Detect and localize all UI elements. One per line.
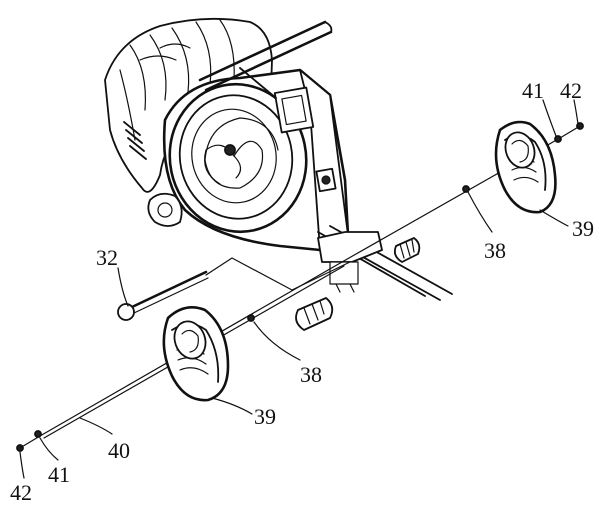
label-38-left: 38 xyxy=(300,362,322,387)
label-39-right: 39 xyxy=(572,216,594,241)
machine-housing xyxy=(104,17,350,252)
label-41-right: 41 xyxy=(522,78,544,103)
part-39-pedal-right xyxy=(494,120,557,214)
label-41-left: 41 xyxy=(48,462,70,487)
label-39-left: 39 xyxy=(254,404,276,429)
part-41-washer-right xyxy=(554,135,562,143)
label-42-right: 42 xyxy=(560,78,582,103)
part-39-pedal-left xyxy=(162,306,230,402)
part-38-washer-left xyxy=(247,314,255,322)
part-labels: 32 38 38 39 39 40 41 42 41 42 xyxy=(10,78,594,505)
leader-lines xyxy=(19,99,579,479)
washers-and-nuts xyxy=(16,122,584,452)
part-32-bolt xyxy=(117,257,351,321)
part-38-washer-right xyxy=(462,185,470,193)
rail-frame xyxy=(295,225,453,331)
label-42-left: 42 xyxy=(10,480,32,505)
label-38-right: 38 xyxy=(484,238,506,263)
label-32: 32 xyxy=(96,245,118,270)
label-40: 40 xyxy=(108,438,130,463)
